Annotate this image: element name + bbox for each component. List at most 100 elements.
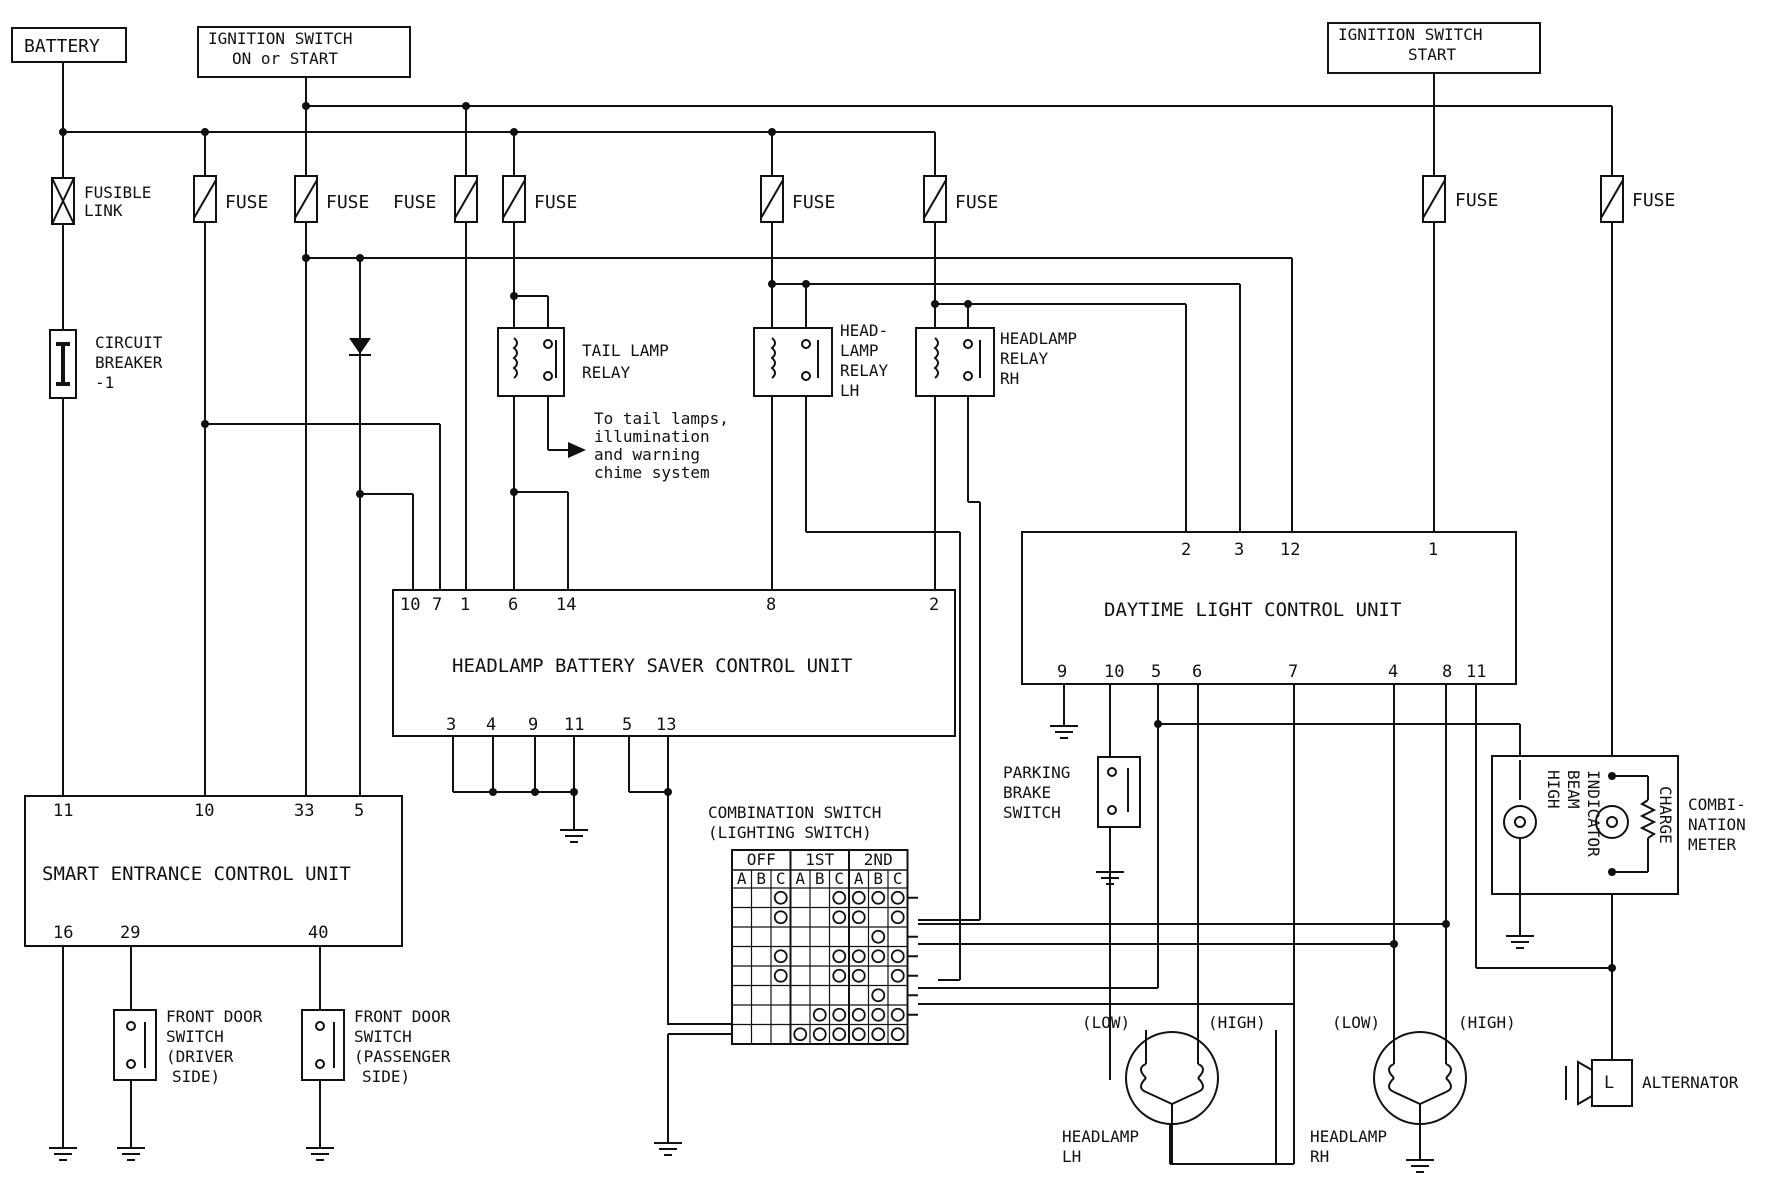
daytime-pin-4: 4 bbox=[1388, 662, 1398, 682]
fuse-5: FUSE bbox=[760, 175, 835, 223]
combo-col-header: C bbox=[776, 869, 786, 888]
lh-relay-label-4: LH bbox=[840, 381, 859, 400]
ignition-on-start-source: IGNITION SWITCH ON or START bbox=[197, 26, 411, 78]
headlamp-battery-saver-unit: 10 7 1 6 14 8 2 HEADLAMP BATTERY SAVER C… bbox=[392, 589, 956, 737]
switch-contact bbox=[793, 1027, 808, 1042]
combo-col-header: A bbox=[795, 869, 805, 888]
passenger-door-label-1: FRONT DOOR bbox=[354, 1007, 451, 1026]
switch-contact bbox=[832, 949, 847, 964]
switch-contact bbox=[832, 1027, 847, 1042]
ignition-on-start-label-2: ON or START bbox=[232, 49, 338, 68]
svg-text:FUSE: FUSE bbox=[326, 192, 369, 213]
alternator: L ALTERNATOR bbox=[1565, 1059, 1739, 1107]
note-line-4: chime system bbox=[594, 463, 710, 482]
headlamp-rh-label-2: RH bbox=[1310, 1147, 1329, 1166]
rh-relay-label-1: HEADLAMP bbox=[1000, 329, 1077, 348]
switch-contact bbox=[871, 1007, 886, 1022]
fusible-label-1: FUSIBLE bbox=[84, 183, 151, 202]
driver-door-label-2: SWITCH bbox=[166, 1027, 224, 1046]
switch-contact bbox=[890, 910, 905, 925]
parking-brake-switch: PARKING BRAKE SWITCH bbox=[1003, 756, 1141, 885]
switch-contact bbox=[773, 968, 788, 983]
svg-text:FUSE: FUSE bbox=[393, 192, 436, 213]
alternator-label: ALTERNATOR bbox=[1642, 1073, 1739, 1092]
smart-pin-33: 33 bbox=[294, 801, 314, 821]
saver-pin-11: 11 bbox=[564, 715, 584, 735]
combo-switch-label-1: COMBINATION SWITCH bbox=[708, 803, 881, 822]
tail-relay-label-2: RELAY bbox=[582, 363, 631, 382]
note-line-2: illumination bbox=[594, 427, 710, 446]
saver-unit-title: HEADLAMP BATTERY SAVER CONTROL UNIT bbox=[452, 655, 852, 677]
fuse-7: FUSE bbox=[1422, 175, 1498, 223]
switch-contact bbox=[890, 890, 905, 905]
rh-high-label: (HIGH) bbox=[1458, 1013, 1516, 1032]
switch-contact bbox=[851, 968, 866, 983]
meter-label-1: COMBI- bbox=[1688, 795, 1746, 814]
smart-entrance-control-unit: 11 10 33 5 SMART ENTRANCE CONTROL UNIT 1… bbox=[24, 795, 403, 947]
switch-contact bbox=[871, 929, 886, 944]
note-line-1: To tail lamps, bbox=[594, 409, 729, 428]
meter-label-2: NATION bbox=[1688, 815, 1746, 834]
svg-text:FUSE: FUSE bbox=[534, 192, 577, 213]
smart-pin-5: 5 bbox=[354, 801, 364, 821]
parking-label-2: BRAKE bbox=[1003, 783, 1051, 802]
passenger-door-label-4: SIDE) bbox=[362, 1067, 410, 1086]
fuse-8: FUSE bbox=[1600, 175, 1675, 223]
switch-contact bbox=[832, 968, 847, 983]
daytime-pin-8: 8 bbox=[1442, 662, 1452, 682]
smart-pin-16: 16 bbox=[53, 923, 73, 943]
driver-door-label-1: FRONT DOOR bbox=[166, 1007, 263, 1026]
daytime-light-control-unit: 2 3 12 1 DAYTIME LIGHT CONTROL UNIT 9 10… bbox=[1021, 531, 1517, 685]
battery-source: BATTERY bbox=[11, 27, 127, 63]
combo-group-header: 2ND bbox=[864, 850, 893, 869]
saver-pin-3: 3 bbox=[446, 715, 456, 735]
headlamp-lh-label-1: HEADLAMP bbox=[1062, 1127, 1139, 1146]
rh-low-label: (LOW) bbox=[1332, 1013, 1380, 1032]
saver-pin-6: 6 bbox=[508, 595, 518, 615]
driver-door-label-4: SIDE) bbox=[172, 1067, 220, 1086]
saver-pin-10: 10 bbox=[400, 595, 420, 615]
svg-text:FUSE: FUSE bbox=[1455, 190, 1498, 211]
combination-switch: COMBINATION SWITCH (LIGHTING SWITCH) OFF… bbox=[708, 803, 918, 1045]
svg-text:FUSE: FUSE bbox=[792, 192, 835, 213]
switch-contact bbox=[890, 949, 905, 964]
ignition-start-source: IGNITION SWITCH START bbox=[1327, 22, 1541, 74]
combo-col-header: C bbox=[834, 869, 844, 888]
headlamp-lh-label-2: LH bbox=[1062, 1147, 1081, 1166]
combo-col-header: C bbox=[893, 869, 903, 888]
smart-pin-11: 11 bbox=[53, 801, 73, 821]
daytime-pin-10: 10 bbox=[1104, 662, 1124, 682]
high-beam-label-3: INDICATOR bbox=[1584, 770, 1603, 857]
saver-ground-wiring bbox=[452, 736, 732, 1156]
fuse-2: FUSE bbox=[294, 175, 369, 223]
saver-pin-7: 7 bbox=[432, 595, 442, 615]
saver-pin-1: 1 bbox=[460, 595, 470, 615]
switch-contact bbox=[890, 968, 905, 983]
saver-pin-14: 14 bbox=[556, 595, 576, 615]
combo-switch-label-2: (LIGHTING SWITCH) bbox=[708, 823, 872, 842]
breaker-label-1: CIRCUIT bbox=[95, 333, 163, 352]
switch-contact bbox=[851, 910, 866, 925]
daytime-pin-2: 2 bbox=[1181, 540, 1191, 560]
daytime-pin-6: 6 bbox=[1192, 662, 1202, 682]
headlamp-rh: (LOW) (HIGH) HEADLAMP RH bbox=[1310, 1013, 1516, 1173]
driver-door-label-3: (DRIVER bbox=[166, 1047, 234, 1066]
daytime-pin-9: 9 bbox=[1057, 662, 1067, 682]
saver-pin-2: 2 bbox=[929, 595, 939, 615]
switch-contact bbox=[812, 1007, 827, 1022]
lh-high-label: (HIGH) bbox=[1208, 1013, 1266, 1032]
rh-relay-label-2: RELAY bbox=[1000, 349, 1049, 368]
front-door-switch-driver: FRONT DOOR SWITCH (DRIVER SIDE) bbox=[113, 1007, 263, 1086]
switch-contact bbox=[851, 1027, 866, 1042]
fusible-label-2: LINK bbox=[84, 201, 123, 220]
passenger-door-label-2: SWITCH bbox=[354, 1027, 412, 1046]
smart-pin-10: 10 bbox=[194, 801, 214, 821]
fuse-3: FUSE bbox=[393, 175, 478, 223]
switch-contact bbox=[812, 1027, 827, 1042]
alternator-terminal: L bbox=[1604, 1073, 1614, 1093]
tail-lamp-relay: TAIL LAMP RELAY bbox=[497, 327, 669, 397]
lh-relay-label-1: HEAD- bbox=[840, 321, 888, 340]
svg-text:FUSE: FUSE bbox=[225, 192, 268, 213]
switch-contact bbox=[773, 910, 788, 925]
